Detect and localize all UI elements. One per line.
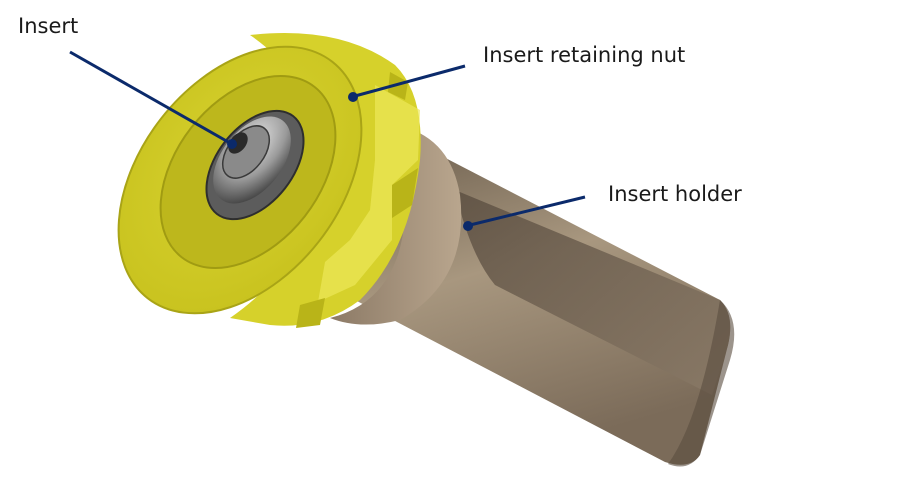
holder-shaft-end xyxy=(668,300,735,467)
label-insert: Insert xyxy=(18,14,78,38)
label-leaders xyxy=(69,50,586,231)
nut-slot-1 xyxy=(388,72,408,100)
label-insert-retaining-nut: Insert retaining nut xyxy=(483,43,685,67)
holder-collar xyxy=(330,125,462,325)
label-insert-holder: Insert holder xyxy=(608,182,742,206)
nut-slot-2 xyxy=(392,168,418,218)
holder-leader-dot xyxy=(463,221,473,231)
insert-holder xyxy=(330,125,735,467)
holder-leader-line xyxy=(469,195,586,227)
insert-leader-line xyxy=(69,50,231,145)
holder-shaft-flat xyxy=(455,190,731,395)
insert xyxy=(205,109,305,221)
nut-leader-line xyxy=(354,64,466,98)
nut-side-highlight xyxy=(318,85,420,302)
nut-slot-3 xyxy=(296,298,325,328)
nut-leader-dot xyxy=(348,92,358,102)
insert-leader-dot xyxy=(227,139,237,149)
